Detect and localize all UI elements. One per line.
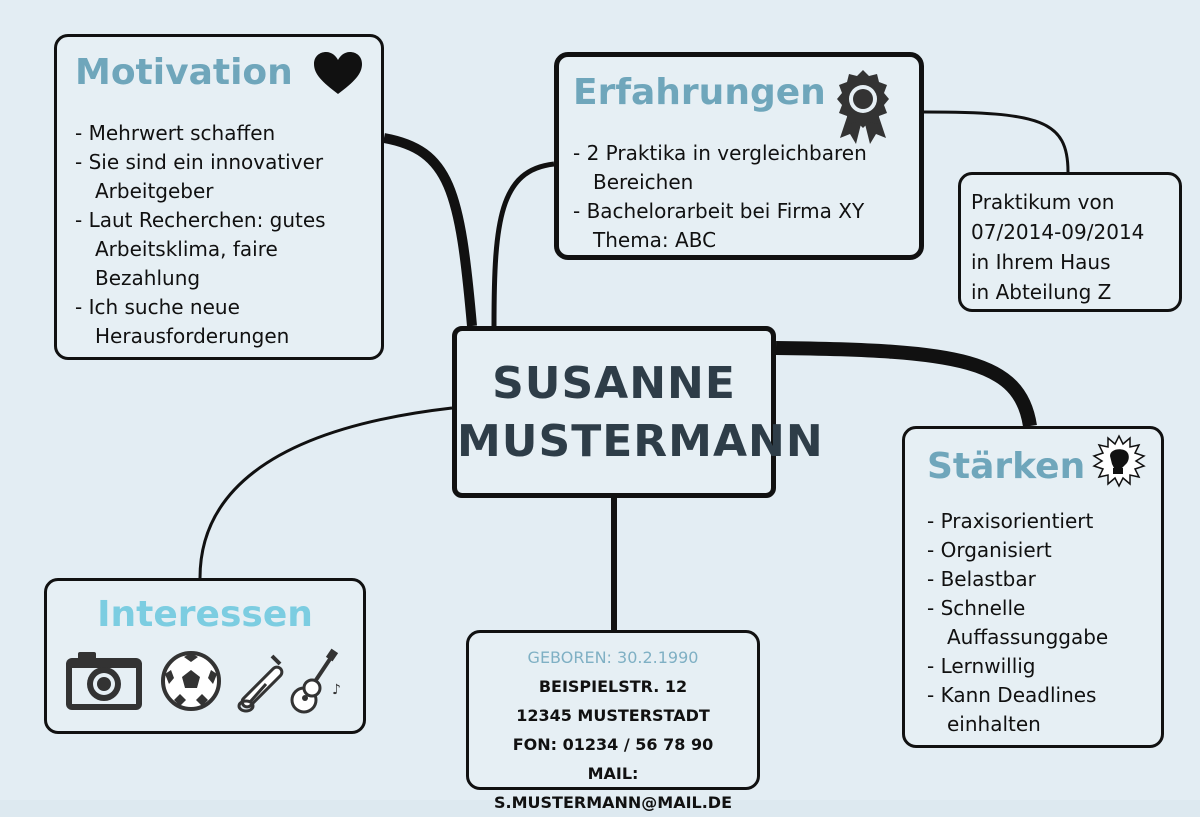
- heart-icon: [314, 52, 362, 94]
- connector-staerken: [775, 341, 1037, 428]
- list-item: Ich suche neue Herausforderungen: [75, 293, 380, 351]
- list-item: Kann Deadlines einhalten: [927, 681, 1162, 739]
- kitchen-utensils-icon: [237, 654, 284, 713]
- connector-interessen: [198, 406, 453, 579]
- connector-lines: [198, 110, 1070, 630]
- staerken-box: Stärken Praxisorientiert Organisiert Bel…: [902, 426, 1164, 748]
- boxing-glove-icon: [1092, 434, 1146, 488]
- praktikum-line: Praktikum von: [971, 190, 1115, 214]
- list-item: Schnelle Auffassunggabe: [927, 594, 1162, 652]
- list-item: Laut Recherchen: gutes Arbeitsklima, fai…: [75, 206, 380, 293]
- motivation-list: Mehrwert schaffen Sie sind ein innovativ…: [75, 119, 380, 351]
- mind-map-canvas: Motivation Mehrwert schaffen Sie sind ei…: [0, 0, 1200, 800]
- list-item: Belastbar: [927, 565, 1162, 594]
- list-item: Mehrwert schaffen: [75, 119, 380, 148]
- connector-motivation: [383, 133, 477, 327]
- svg-text:♪: ♪: [332, 682, 341, 698]
- kontakt-text: GEBOREN: 30.2.1990 BEISPIELSTR. 12 12345…: [469, 643, 757, 817]
- praktikum-box: Praktikum von 07/2014-09/2014 in Ihrem H…: [958, 172, 1182, 312]
- connector-praktikum: [923, 110, 1070, 173]
- phone-number: FON: 01234 / 56 78 90: [512, 735, 714, 754]
- award-icon: [837, 70, 889, 144]
- staerken-title: Stärken: [927, 446, 1086, 487]
- center-name-box: SUSANNE MUSTERMANN: [452, 326, 824, 498]
- list-item: 2 Praktika in vergleichbaren Bereichen: [573, 139, 918, 197]
- camera-icon: [66, 652, 142, 710]
- street-address: BEISPIELSTR. 12: [538, 677, 688, 696]
- city-address: 12345 MUSTERSTADT: [516, 706, 710, 725]
- motivation-title: Motivation: [75, 52, 293, 93]
- list-item: Bachelorarbeit bei Firma XY Thema: ABC: [573, 197, 918, 255]
- erfahrungen-title: Erfahrungen: [573, 72, 826, 113]
- staerken-list: Praxisorientiert Organisiert Belastbar S…: [927, 507, 1162, 739]
- name-line-last: MUSTERMANN: [457, 416, 824, 467]
- birth-date: GEBOREN: 30.2.1990: [527, 648, 699, 667]
- list-item: Praxisorientiert: [927, 507, 1162, 536]
- football-icon: [161, 651, 221, 711]
- list-item: Sie sind ein innovativer Arbeitgeber: [75, 148, 380, 206]
- praktikum-line: in Abteilung Z: [971, 280, 1112, 304]
- list-item: Organisiert: [927, 536, 1162, 565]
- erfahrungen-list: 2 Praktika in vergleichbaren Bereichen B…: [573, 139, 918, 255]
- person-name: SUSANNE MUSTERMANN: [457, 355, 824, 471]
- kontakt-box: GEBOREN: 30.2.1990 BEISPIELSTR. 12 12345…: [466, 630, 760, 812]
- praktikum-line: 07/2014-09/2014: [971, 220, 1145, 244]
- list-item: Lernwillig: [927, 652, 1162, 681]
- connector-erfahrungen: [491, 161, 555, 327]
- praktikum-line: in Ihrem Haus: [971, 250, 1111, 274]
- interessen-title: Interessen: [97, 594, 313, 635]
- email-address: MAIL: S.MUSTERMANN@MAIL.DE: [493, 764, 733, 812]
- praktikum-text: Praktikum von 07/2014-09/2014 in Ihrem H…: [971, 187, 1144, 307]
- guitar-icon: ♪: [290, 648, 341, 714]
- motivation-box: Motivation Mehrwert schaffen Sie sind ei…: [54, 34, 384, 360]
- name-line-first: SUSANNE: [492, 358, 736, 409]
